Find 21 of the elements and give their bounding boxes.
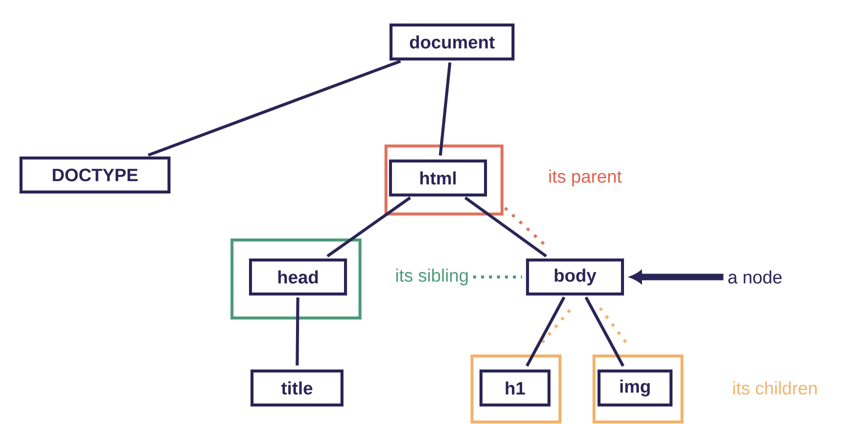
connector-line — [326, 196, 412, 258]
connector-line — [296, 297, 300, 366]
node-box: title — [250, 370, 344, 406]
annotation-text: its sibling — [396, 268, 468, 286]
annotation-text: a node — [728, 270, 782, 284]
arrow — [630, 270, 724, 284]
node-box: document — [390, 24, 514, 60]
node-box: html — [389, 160, 487, 196]
connector-line — [584, 296, 624, 367]
connector-line — [438, 62, 452, 156]
connector-line — [464, 196, 548, 258]
node-box: DOCTYPE — [20, 156, 170, 194]
node-box: body — [526, 258, 624, 296]
connector-line — [526, 296, 566, 367]
annotation-label: its children — [733, 381, 817, 395]
annotation-label: its parent — [549, 170, 622, 186]
node-box: h1 — [480, 370, 550, 406]
node-box: head — [249, 258, 347, 296]
connector-line — [473, 276, 522, 278]
node-box: img — [598, 370, 672, 406]
connector-line — [148, 60, 402, 157]
